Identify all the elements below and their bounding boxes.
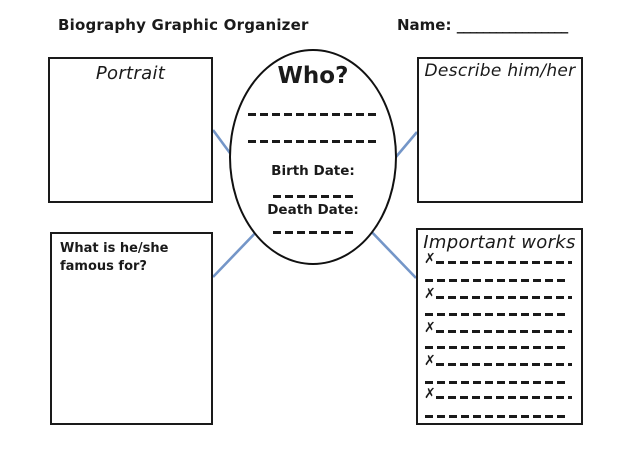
works-continuation-line [424, 370, 572, 386]
portrait-box: Portrait [48, 57, 213, 203]
blank-line [436, 296, 572, 299]
birth-date-blank-line [273, 195, 353, 198]
x-bullet-icon: ✗ [424, 386, 436, 402]
blank-line [425, 346, 569, 349]
works-entry-line: ✗ [424, 385, 572, 401]
who-heading: Who? [277, 63, 349, 89]
who-blank-line [248, 113, 378, 116]
blank-line [425, 313, 569, 316]
blank-line [425, 381, 569, 384]
page-title: Biography Graphic Organizer [58, 16, 309, 34]
describe-label: Describe him/her [424, 61, 576, 81]
portrait-label: Portrait [95, 63, 166, 84]
blank-line [425, 279, 569, 282]
works-continuation-line [424, 404, 572, 420]
death-date-blank-line [273, 231, 353, 234]
blank-line [436, 363, 572, 366]
x-bullet-icon: ✗ [424, 320, 436, 336]
x-bullet-icon: ✗ [424, 353, 436, 369]
works-continuation-line [424, 268, 572, 284]
connector-bottom-left [212, 227, 261, 278]
works-entry-line: ✗ [424, 319, 572, 335]
describe-box: Describe him/her [417, 57, 583, 203]
famous-for-label: What is he/she famous for? [60, 241, 169, 275]
who-blank-line [248, 140, 378, 143]
famous-for-box: What is he/she famous for? [50, 232, 213, 425]
works-continuation-line [424, 335, 572, 351]
connector-bottom-right [365, 225, 417, 279]
death-date-label: Death Date: [267, 202, 359, 218]
birth-date-label: Birth Date: [271, 163, 355, 179]
blank-line [436, 330, 572, 333]
name-field: Name: _________________ [397, 16, 568, 34]
name-blank-line: _________________ [456, 16, 568, 34]
blank-line [436, 396, 572, 399]
works-continuation-line [424, 302, 572, 318]
blank-line [425, 415, 569, 418]
works-entry-line: ✗ [424, 352, 572, 368]
important-works-label: Important works [423, 232, 576, 253]
name-label: Name: [397, 16, 452, 34]
works-entry-line: ✗ [424, 250, 572, 266]
works-entry-line: ✗ [424, 285, 572, 301]
blank-line [436, 261, 572, 264]
x-bullet-icon: ✗ [424, 251, 436, 267]
x-bullet-icon: ✗ [424, 286, 436, 302]
who-ellipse: Who? Birth Date: Death Date: [229, 49, 397, 265]
important-works-box: Important works ✗ ✗ ✗ ✗ ✗ [416, 228, 583, 425]
